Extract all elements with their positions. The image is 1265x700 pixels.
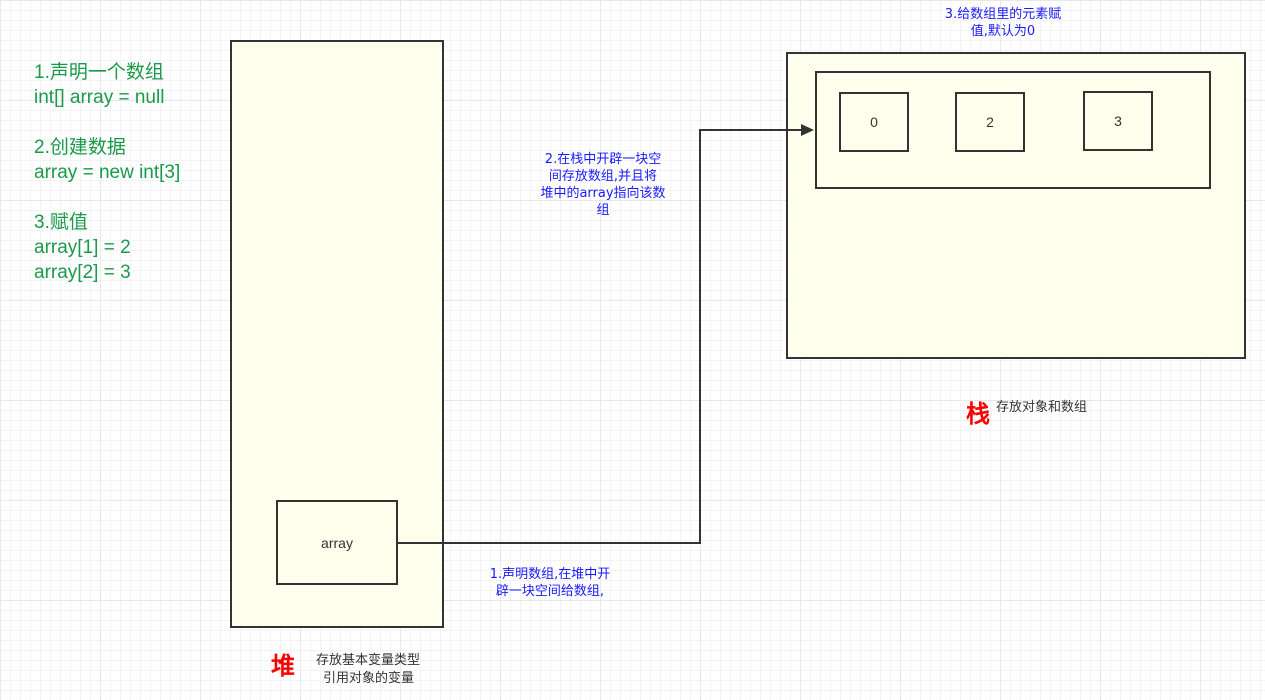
note-2-line-3: 堆中的array指向该数 bbox=[540, 186, 666, 201]
note-1-line-2: 辟一块空间给数组, bbox=[495, 584, 605, 599]
note-2: 2.在栈中开辟一块空 间存放数组,并且将 堆中的array指向该数 组 bbox=[522, 151, 684, 219]
step3-code-2: array[2] = 3 bbox=[34, 262, 131, 283]
array-cell-2-value: 3 bbox=[1114, 113, 1122, 129]
stack-char: 栈 bbox=[966, 400, 990, 428]
step3-code-1: array[1] = 2 bbox=[34, 237, 131, 258]
note-2-line-2: 间存放数组,并且将 bbox=[548, 169, 658, 184]
array-cell-1: 2 bbox=[955, 92, 1025, 152]
heap-array-variable: array bbox=[276, 500, 398, 585]
note-1: 1.声明数组,在堆中开 辟一块空间给数组, bbox=[470, 566, 630, 600]
note-3-line-1: 3.给数组里的元素赋 bbox=[944, 7, 1062, 22]
step2-code: array = new int[3] bbox=[34, 162, 181, 183]
arrow-head bbox=[801, 124, 814, 136]
step2-title: 2.创建数据 bbox=[34, 137, 126, 158]
heap-desc-1: 存放基本变量类型 bbox=[316, 653, 421, 668]
arrow-line bbox=[398, 129, 803, 544]
note-1-line-1: 1.声明数组,在堆中开 bbox=[489, 567, 611, 582]
note-2-line-1: 2.在栈中开辟一块空 bbox=[544, 152, 662, 167]
step3-title: 3.赋值 bbox=[34, 212, 88, 233]
array-cell-0-value: 0 bbox=[870, 114, 878, 130]
heap-array-label: array bbox=[321, 534, 353, 551]
stack-desc: 存放对象和数组 bbox=[996, 400, 1088, 415]
step1-title: 1.声明一个数组 bbox=[34, 62, 164, 83]
heap-char: 堆 bbox=[271, 652, 295, 680]
array-cell-2: 3 bbox=[1083, 91, 1153, 151]
note-3: 3.给数组里的元素赋 值,默认为0 bbox=[918, 6, 1088, 40]
step1-code: int[] array = null bbox=[34, 87, 165, 108]
note-2-line-4: 组 bbox=[596, 203, 610, 218]
note-3-line-2: 值,默认为0 bbox=[970, 24, 1036, 39]
array-cell-1-value: 2 bbox=[986, 114, 994, 130]
array-cell-0: 0 bbox=[839, 92, 909, 152]
heap-desc-2: 引用对象的变量 bbox=[323, 671, 415, 686]
